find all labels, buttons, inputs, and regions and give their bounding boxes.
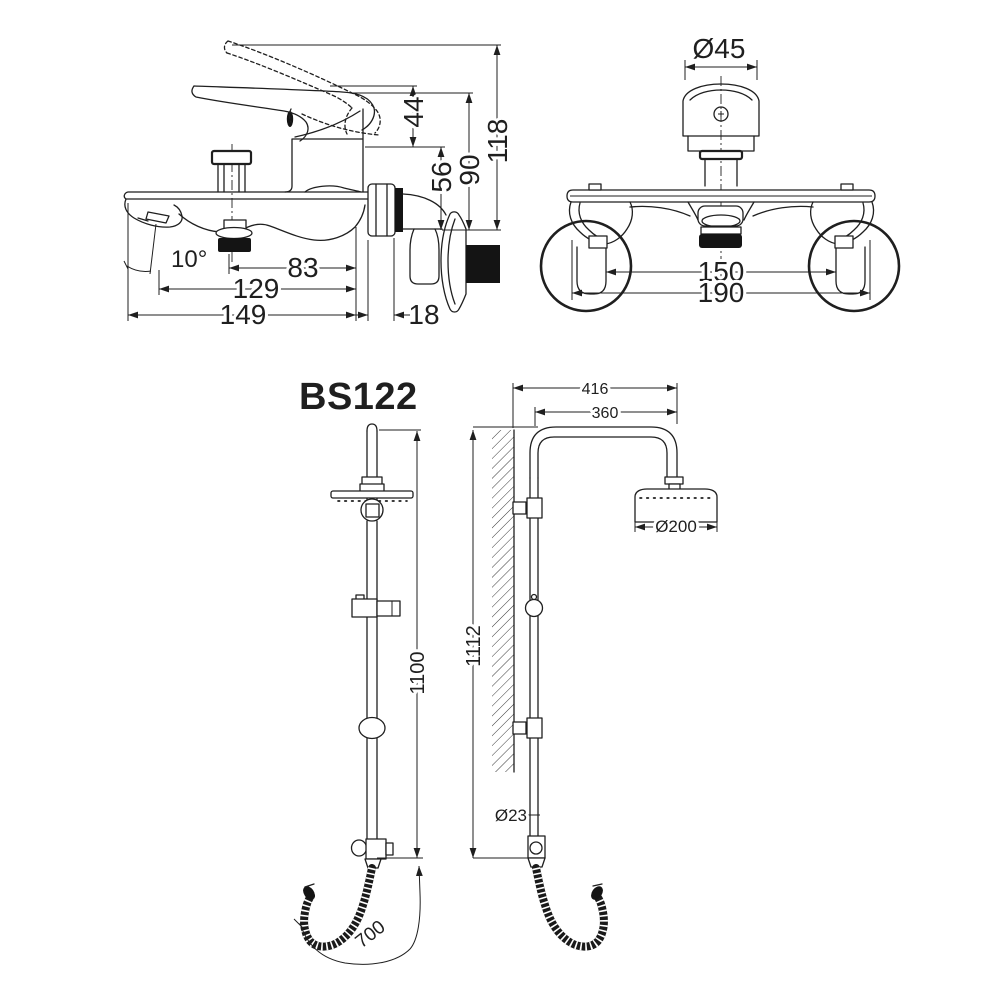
dim-label-118: 118 — [482, 119, 513, 164]
dim-416: 416 — [513, 378, 677, 401]
dim-label-dia200: Ø200 — [655, 517, 697, 536]
dim-1100: 1100 — [404, 431, 432, 858]
wall-bracket-upper — [512, 497, 543, 519]
wall-bracket-lower — [512, 717, 543, 739]
dim-149: 149 — [128, 296, 356, 333]
diverter-bracket — [350, 838, 394, 869]
handle-cap — [682, 83, 760, 137]
dim-44: 44 — [395, 86, 432, 147]
dim-label-1100: 1100 — [407, 651, 429, 694]
dim-label-83: 83 — [287, 252, 318, 283]
dim-360: 360 — [535, 402, 677, 425]
dim-18: 18 — [350, 296, 443, 333]
hose-end-fitting — [303, 886, 315, 900]
shower-hose-right — [532, 864, 608, 951]
diverter-knob — [210, 149, 253, 193]
deck-screw-right — [840, 183, 854, 191]
dim-label-360: 360 — [592, 405, 619, 422]
mount-legs — [568, 201, 875, 249]
deck-front — [566, 183, 876, 203]
dim-dia45: Ø45 — [685, 30, 757, 71]
model-number: BS122 — [299, 376, 418, 418]
dim-label-129: 129 — [233, 273, 280, 304]
hose-end-fitting-right — [591, 886, 603, 900]
hand-shower-outlet — [215, 144, 253, 264]
shower-column-right-view: 416 360 Ø200 1112 Ø23 — [460, 378, 718, 951]
bath-mixer-front-view: Ø45 150 190 — [539, 30, 901, 313]
dim-dia200: Ø200 — [635, 514, 717, 539]
dim-label-dia45: Ø45 — [693, 33, 746, 64]
dim-spray-angle: 10° — [168, 243, 210, 276]
slider-ball — [524, 593, 544, 618]
dim-label-150: 150 — [698, 256, 745, 287]
shower-arm — [529, 426, 678, 479]
wall-union-nut — [367, 183, 403, 237]
dim-label-56: 56 — [426, 161, 457, 192]
dim-label-149: 149 — [220, 299, 267, 330]
shower-hose — [300, 864, 376, 951]
riser-pipe-right — [529, 477, 539, 837]
dim-118: 118 — [479, 45, 516, 230]
wall-pipe-stub — [466, 245, 500, 283]
center-outlet — [687, 201, 755, 248]
dim-label-90: 90 — [454, 154, 485, 185]
dim-190: 190 — [572, 274, 870, 311]
diverter-knob-front — [698, 149, 744, 187]
dim-90: 90 — [451, 93, 488, 230]
head-connector — [359, 476, 385, 493]
dim-label-416: 416 — [582, 381, 609, 398]
escutcheon — [440, 211, 500, 313]
dim-label-dia23: Ø23 — [495, 806, 527, 825]
dim-129: 129 — [159, 270, 356, 307]
dim-label-44: 44 — [398, 96, 429, 127]
dim-label-190: 190 — [698, 277, 745, 308]
deck-screw-left — [588, 183, 602, 191]
deck — [123, 185, 369, 200]
dim-label-1112: 1112 — [463, 625, 485, 667]
wall-surface — [492, 429, 515, 773]
dim-1112: 1112 — [460, 430, 488, 858]
pipe-connector — [358, 716, 386, 740]
wall-hatching — [492, 430, 514, 772]
head-connector-right — [664, 476, 684, 491]
spray-angle-arc — [123, 260, 152, 272]
lever-handle-raised — [223, 40, 381, 136]
mixer-body — [284, 108, 364, 193]
dim-150: 150 — [606, 253, 836, 290]
cartridge-screw — [713, 106, 729, 122]
dim-83: 83 — [229, 249, 356, 286]
ball-joint — [360, 498, 384, 522]
bottom-diverter-fitting — [527, 835, 546, 868]
wall-elbow — [402, 193, 447, 285]
rain-shower-head-round — [634, 488, 718, 523]
bath-mixer-side-view: 118 90 56 44 83 129 149 18 — [123, 40, 516, 333]
dim-label-18: 18 — [408, 299, 439, 330]
handshower-holder — [351, 594, 401, 618]
shower-column-left-view: 1100 700 — [293, 423, 432, 965]
dim-56: 56 — [423, 147, 460, 230]
dim-label-10deg: 10° — [171, 246, 207, 273]
dim-dia23: Ø23 — [492, 803, 540, 828]
